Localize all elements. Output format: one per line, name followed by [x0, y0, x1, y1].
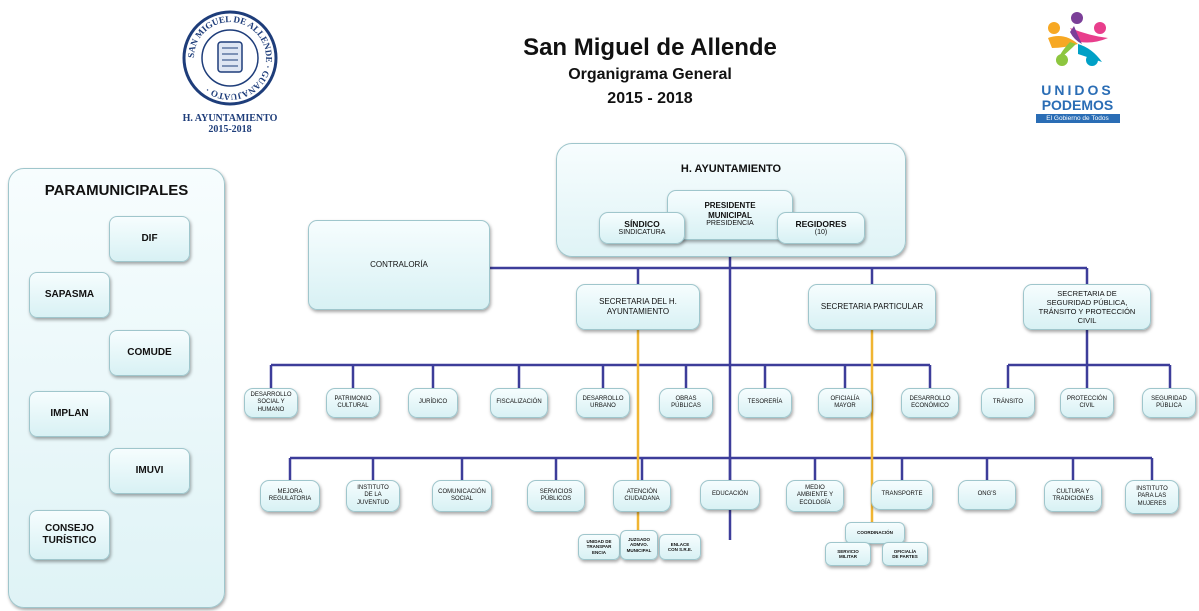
org-box-regidores[interactable]: REGIDORES (10) [777, 212, 865, 244]
org-box-obras-publicas[interactable]: OBRAS PÚBLICAS [659, 388, 713, 418]
org-box-mejora-regulatoria[interactable]: MEJORA REGULATORIA [260, 480, 320, 512]
org-box-educacion[interactable]: EDUCACIÓN [700, 480, 760, 510]
paramunicipales-title: PARAMUNICIPALES [44, 182, 189, 199]
param-item-imuvi[interactable]: IMUVI [109, 448, 190, 494]
seal-emblem: SAN MIGUEL DE ALLENDE · GUANAJUATO · [182, 10, 278, 106]
org-box-transporte[interactable]: TRANSPORTE [871, 480, 933, 510]
regidores-count: (10) [814, 228, 828, 236]
colorful-people-emblem [1048, 12, 1108, 66]
org-box-desarrollo-urbano[interactable]: DESARROLLO URBANO [576, 388, 630, 418]
org-box-cultura-tradiciones[interactable]: CULTURA Y TRADICIONES [1044, 480, 1102, 512]
logo-podemos: PODEMOS [1041, 97, 1114, 113]
param-item-comude[interactable]: COMUDE [109, 330, 190, 376]
org-box-secretaria-ayuntamiento[interactable]: SECRETARIA DEL H. AYUNTAMIENTO [576, 284, 700, 330]
param-item-dif[interactable]: DIF [109, 216, 190, 262]
org-box-secretaria-seguridad[interactable]: SECRETARIA DE SEGURIDAD PÚBLICA, TRÁNSIT… [1023, 284, 1151, 330]
param-item-consejo-turistico[interactable]: CONSEJO TURÍSTICO [29, 510, 110, 560]
org-box-oficialia-partes[interactable]: OFICIALÍA DE PARTES [882, 542, 928, 566]
org-box-atencion-ciudadana[interactable]: ATENCIÓN CIUDADANA [613, 480, 671, 512]
org-box-fiscalizacion[interactable]: FISCALIZACIÓN [490, 388, 548, 418]
org-box-juzgado-administrativo[interactable]: JUZGADO ADMVO. MUNICIPAL [620, 530, 658, 560]
logo-tagline: El Gobierno de Todos [1035, 114, 1120, 123]
org-box-patrimonio-cultural[interactable]: PATRIMONIO CULTURAL [326, 388, 380, 418]
seal-caption: H. AYUNTAMIENTO [182, 113, 278, 124]
org-box-sindico[interactable]: SÍNDICO SINDICATURA [599, 212, 685, 244]
org-box-enlace-sre[interactable]: ENLACE CON S.R.E. [659, 534, 701, 560]
unidos-podemos-logo: UNIDOS PODEMOS El Gobierno de Todos [1030, 8, 1125, 130]
org-box-proteccion-civil[interactable]: PROTECCIÓN CIVIL [1060, 388, 1114, 418]
org-box-contraloria[interactable]: CONTRALORÍA [308, 220, 490, 310]
page-title: San Miguel de Allende [523, 34, 777, 61]
org-box-unidad-transparencia[interactable]: UNIDAD DE TRANSPAR ENCIA [578, 534, 620, 560]
org-box-comunicacion-social[interactable]: COMUNICACIÓN SOCIAL [432, 480, 492, 512]
org-box-coordinacion[interactable]: COORDINACIÓN [845, 522, 905, 544]
org-box-tesoreria[interactable]: TESORERÍA [738, 388, 792, 418]
page-years: 2015 - 2018 [607, 90, 693, 107]
presidente-label: PRESIDENTE MUNICIPAL [704, 201, 756, 220]
org-box-oficialia-mayor[interactable]: OFICIALÍA MAYOR [818, 388, 872, 418]
org-box-seguridad-publica[interactable]: SEGURIDAD PÚBLICA [1142, 388, 1196, 418]
org-box-transito[interactable]: TRÁNSITO [981, 388, 1035, 418]
param-item-implan[interactable]: IMPLAN [29, 391, 110, 437]
logo-unidos: UNIDOS [1041, 82, 1114, 98]
org-box-secretaria-particular[interactable]: SECRETARIA PARTICULAR [808, 284, 936, 330]
org-box-juridico[interactable]: JURÍDICO [408, 388, 458, 418]
ayuntamiento-title: H. AYUNTAMIENTO [680, 163, 782, 175]
regidores-label: REGIDORES [795, 218, 847, 229]
org-box-servicio-militar[interactable]: SERVICIO MILITAR [825, 542, 871, 566]
presidencia-label: PRESIDENCIA [706, 220, 754, 228]
seal-years: 2015-2018 [208, 124, 252, 135]
org-box-medio-ambiente[interactable]: MEDIO AMBIENTE Y ECOLOGÍA [786, 480, 844, 512]
param-item-sapasma[interactable]: SAPASMA [29, 272, 110, 318]
org-box-desarrollo-economico[interactable]: DESARROLLO ECONÓMICO [901, 388, 959, 418]
org-box-desarrollo-social[interactable]: DESARROLLO SOCIAL Y HUMANO [244, 388, 298, 418]
org-box-servicios-publicos[interactable]: SERVICIOS PÚBLICOS [527, 480, 585, 512]
org-box-ongs[interactable]: ONG'S [958, 480, 1016, 510]
org-box-instituto-mujeres[interactable]: INSTITUTO PARA LAS MUJERES [1125, 480, 1179, 514]
org-box-instituto-juventud[interactable]: INSTITUTO DE LA JUVENTUD [346, 480, 400, 512]
sindico-label: SÍNDICO [624, 218, 660, 229]
org-box-presidente[interactable]: PRESIDENTE MUNICIPAL PRESIDENCIA [667, 190, 793, 240]
sindicatura-label: SINDICATURA [618, 228, 666, 236]
ayuntamiento-seal-logo: SAN MIGUEL DE ALLENDE · GUANAJUATO · H. … [180, 8, 280, 135]
page-subtitle: Organigrama General [568, 66, 732, 83]
